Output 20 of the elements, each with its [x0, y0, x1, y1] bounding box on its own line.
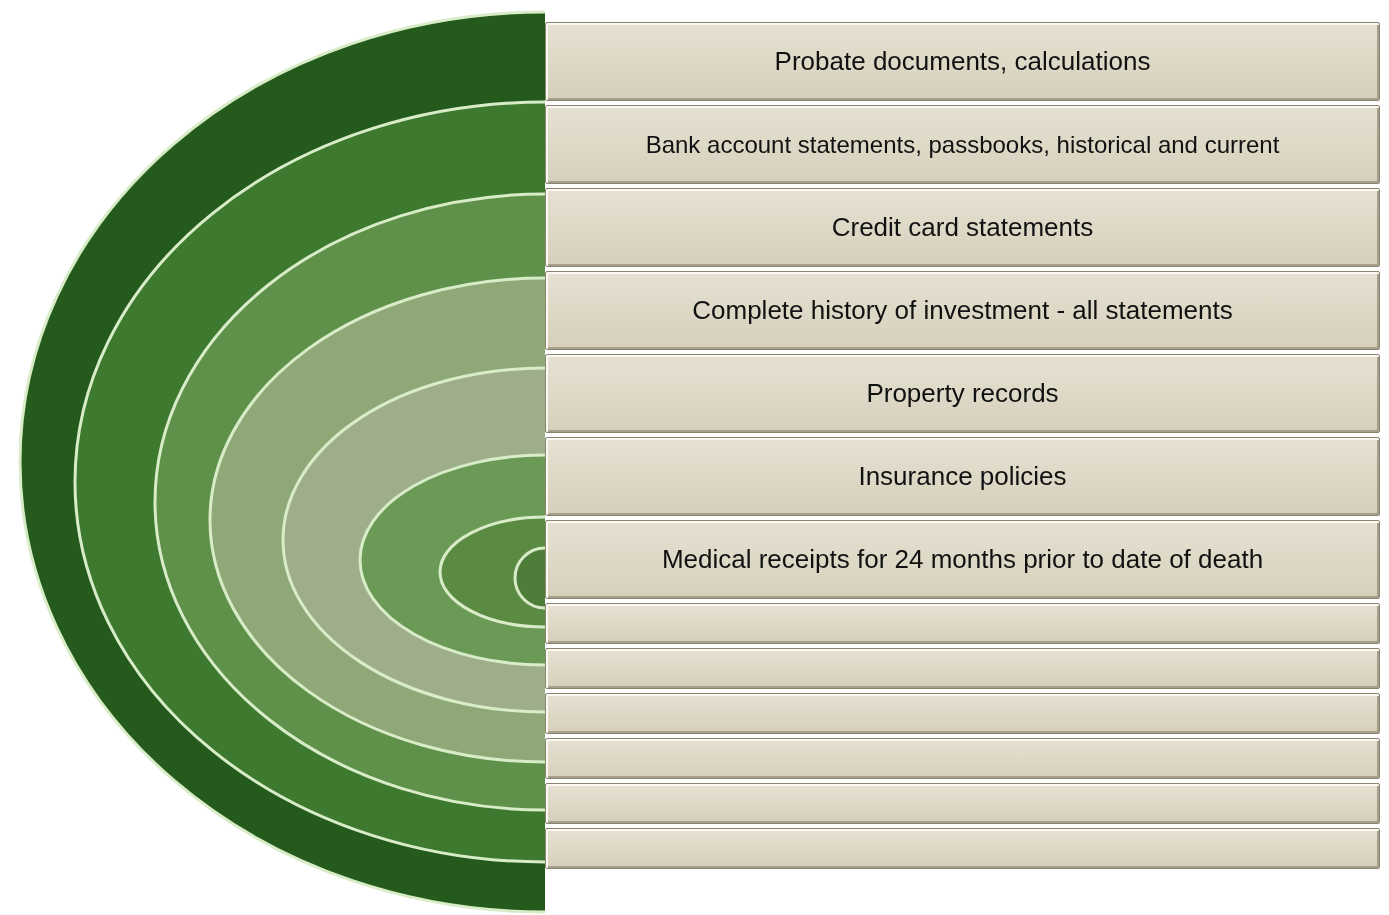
bar-label: Credit card statements [830, 212, 1095, 243]
empty-bar [545, 783, 1380, 824]
list-bar [545, 520, 1380, 599]
list-bar [545, 22, 1380, 101]
bar-label: Insurance policies [857, 461, 1068, 492]
list-bar [545, 188, 1380, 267]
list-bar [545, 271, 1380, 350]
list-bar [545, 437, 1380, 516]
bar-label: Complete history of investment - all statements [691, 295, 1234, 326]
bar-label: Probate documents, calculations [773, 46, 1152, 77]
bar-label: Medical receipts for 24 months prior to date of death [660, 544, 1265, 575]
list-bar [545, 354, 1380, 433]
empty-bar [545, 738, 1380, 779]
bar-label: Bank account statements, passbooks, historical and current [644, 130, 1281, 159]
empty-bar [545, 603, 1380, 644]
empty-bar [545, 828, 1380, 869]
empty-bar [545, 693, 1380, 734]
list-bar [545, 105, 1380, 184]
bar-label: Property records [865, 378, 1060, 409]
empty-bar [545, 648, 1380, 689]
